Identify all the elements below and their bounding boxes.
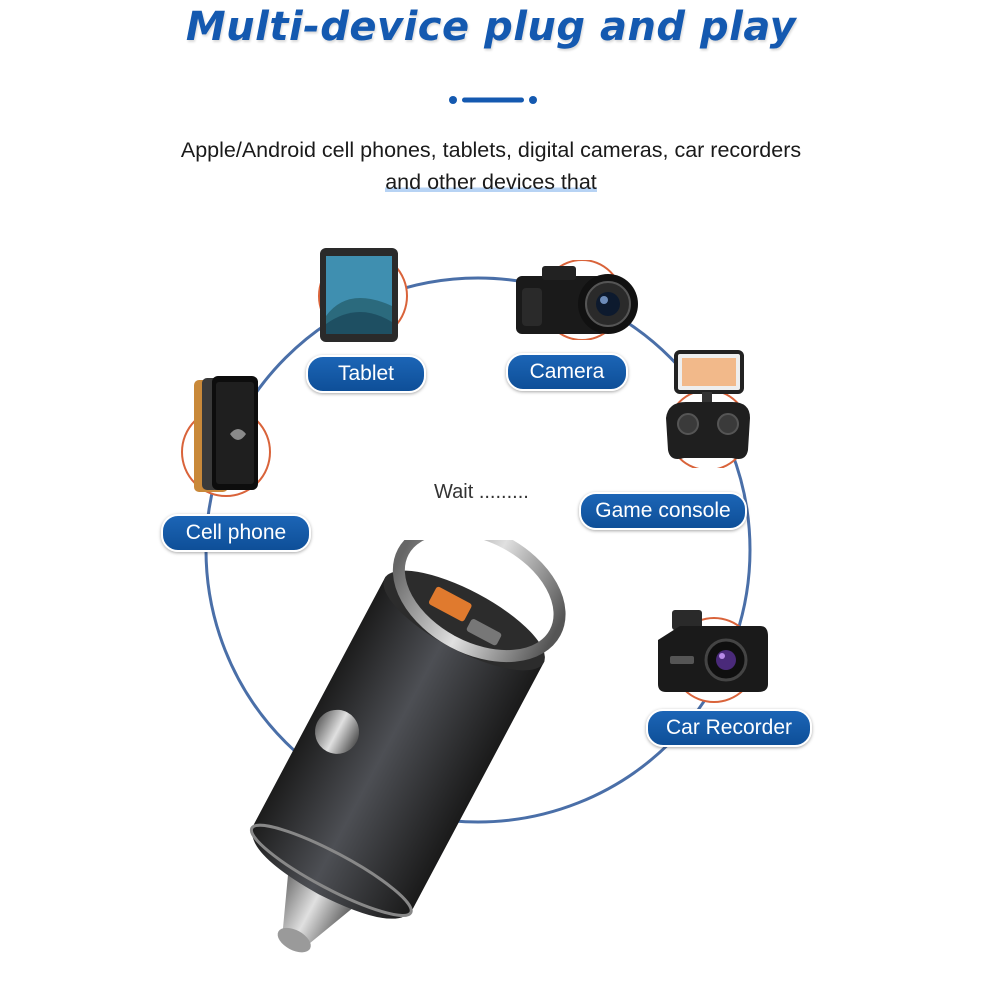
label-cell-phone: Cell phone	[161, 514, 311, 552]
car-charger-image	[249, 540, 566, 953]
camera-icon	[516, 260, 638, 340]
tablet-icon	[318, 248, 408, 342]
subtitle-line-1: Apple/Android cell phones, tablets, digi…	[180, 138, 802, 162]
page-title: Multi-device plug and play	[185, 4, 797, 50]
label-car-recorder: Car Recorder	[646, 709, 812, 747]
subtitle-line-2: and other devices that	[385, 170, 597, 194]
label-camera: Camera	[506, 353, 628, 391]
wait-text: Wait .........	[434, 481, 529, 503]
label-game-console: Game console	[579, 492, 747, 530]
label-tablet: Tablet	[306, 355, 426, 393]
phone-icon	[181, 376, 271, 497]
title-divider	[449, 96, 537, 104]
game-controller-icon	[666, 350, 750, 468]
subtitle: Apple/Android cell phones, tablets, digi…	[0, 134, 982, 198]
dashcam-icon	[658, 610, 768, 703]
